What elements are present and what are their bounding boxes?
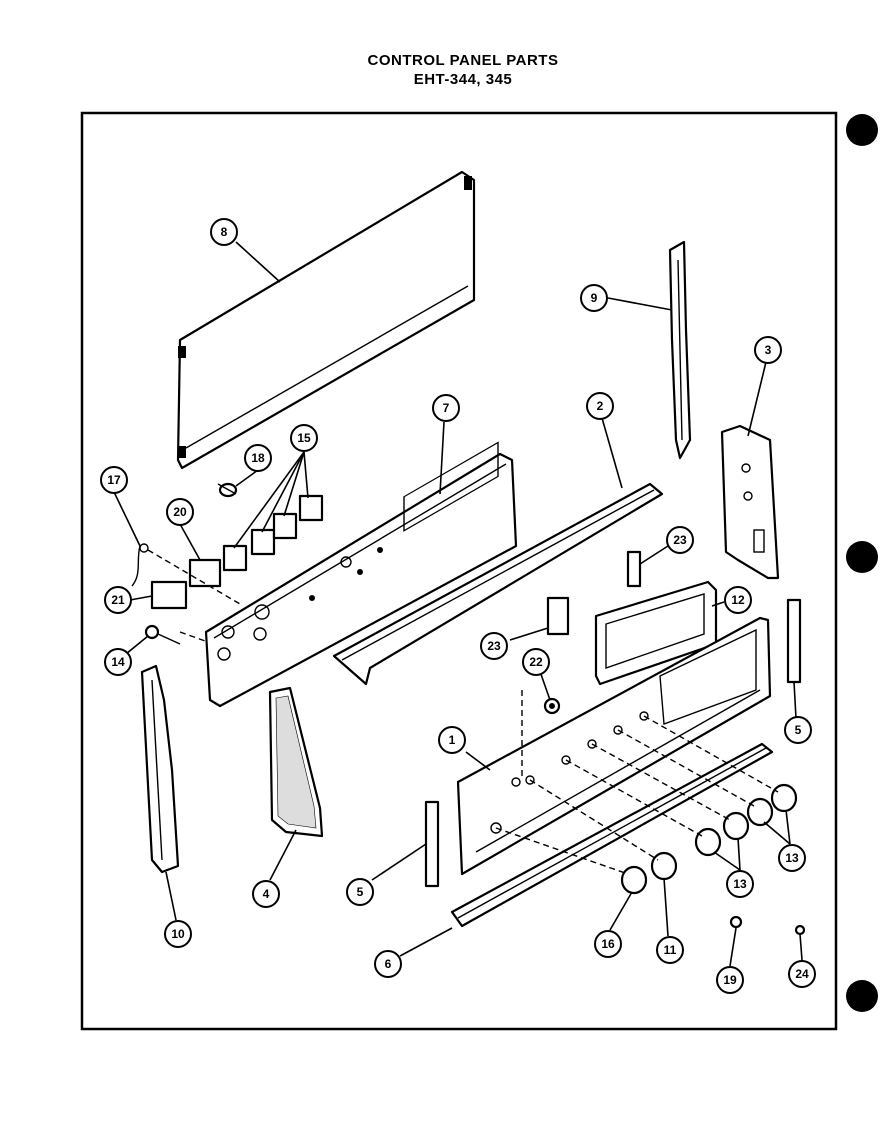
callout-20-label: 20: [173, 505, 187, 519]
drawing-border: [80, 111, 838, 1031]
callout-3-label: 3: [765, 343, 772, 357]
part-14-screw: [144, 624, 209, 645]
callout-5-right-label: 5: [795, 723, 802, 737]
callout-16: 16: [594, 930, 622, 958]
diagram-model-numbers: EHT-344, 345: [413, 71, 513, 88]
callout-13-right-label: 13: [785, 851, 799, 865]
callout-16-label: 16: [601, 937, 615, 951]
part-10-left-bracket: [140, 664, 180, 874]
callout-12: 12: [724, 586, 752, 614]
callout-8-label: 8: [221, 225, 228, 239]
callout-24: 24: [788, 960, 816, 988]
callout-10-label: 10: [171, 927, 185, 941]
callout-10: 10: [164, 920, 192, 948]
part-8-rear-panel: [176, 170, 476, 470]
part-4-filter-panel: [268, 686, 324, 838]
part-3-end-bracket: [720, 424, 780, 580]
part-7-control-backplate: [204, 441, 518, 708]
callout-5-left-label: 5: [357, 885, 364, 899]
part-17-wire: [131, 543, 241, 605]
callout-20: 20: [166, 498, 194, 526]
callout-23-lower-label: 23: [487, 639, 501, 653]
callout-15-label: 15: [297, 431, 311, 445]
callout-13-left: 13: [726, 870, 754, 898]
callout-14-label: 14: [111, 655, 125, 669]
diagram-title: CONTROL PANEL PARTS: [367, 52, 559, 69]
callout-4-label: 4: [263, 887, 270, 901]
callout-15: 15: [290, 424, 318, 452]
part-20-terminal-block: [188, 558, 222, 588]
callout-21: 21: [104, 586, 132, 614]
part-22-nut: [543, 697, 561, 715]
callout-19: 19: [716, 966, 744, 994]
callout-17: 17: [100, 466, 128, 494]
part-23-clip-lower: [546, 596, 570, 636]
part-5-strip-left: [424, 800, 440, 888]
callout-3: 3: [754, 336, 782, 364]
part-24-fastener: [794, 924, 806, 936]
part-2-trim-channel: [332, 482, 664, 686]
callout-5-left: 5: [346, 878, 374, 906]
part-18-lamp: [217, 482, 238, 498]
callout-23-upper-label: 23: [673, 533, 687, 547]
callout-13-right: 13: [778, 844, 806, 872]
callout-11-label: 11: [664, 943, 677, 957]
part-6-bottom-rail: [450, 742, 774, 928]
callout-13-left-label: 13: [733, 877, 747, 891]
knob-alignment-lines: [495, 690, 779, 875]
part-23-clip-upper: [626, 550, 642, 588]
callout-2: 2: [586, 392, 614, 420]
callout-18: 18: [244, 444, 272, 472]
callout-11: 11: [656, 936, 684, 964]
callout-1: 1: [438, 726, 466, 754]
callout-2-label: 2: [597, 399, 604, 413]
knobs: [620, 783, 798, 895]
part-19-fastener: [729, 915, 743, 929]
part-1-front-control-panel: [456, 616, 772, 876]
callout-1-label: 1: [449, 733, 456, 747]
callout-21-label: 21: [111, 593, 125, 607]
callout-7-label: 7: [443, 401, 450, 415]
callout-23-lower: 23: [480, 632, 508, 660]
callout-7: 7: [432, 394, 460, 422]
callout-17-label: 17: [107, 473, 121, 487]
callout-24-label: 24: [795, 967, 809, 981]
callout-22-label: 22: [529, 655, 543, 669]
part-9-side-bracket: [668, 240, 692, 460]
callout-18-label: 18: [251, 451, 265, 465]
callout-12-label: 12: [731, 593, 745, 607]
callout-6-label: 6: [385, 957, 392, 971]
leader-lines: [113, 241, 803, 967]
binder-hole-middle: [846, 541, 878, 573]
callout-9-label: 9: [591, 291, 598, 305]
binder-hole-bottom: [846, 980, 878, 1012]
callout-14: 14: [104, 648, 132, 676]
callout-6: 6: [374, 950, 402, 978]
callout-22: 22: [522, 648, 550, 676]
part-15-switches: [222, 494, 324, 572]
callout-19-label: 19: [723, 973, 737, 987]
callout-4: 4: [252, 880, 280, 908]
part-21-block: [150, 580, 188, 610]
callout-9: 9: [580, 284, 608, 312]
callout-8: 8: [210, 218, 238, 246]
callout-5-right: 5: [784, 716, 812, 744]
binder-hole-top: [846, 114, 878, 146]
part-5-strip-right: [786, 598, 802, 684]
callout-23-upper: 23: [666, 526, 694, 554]
